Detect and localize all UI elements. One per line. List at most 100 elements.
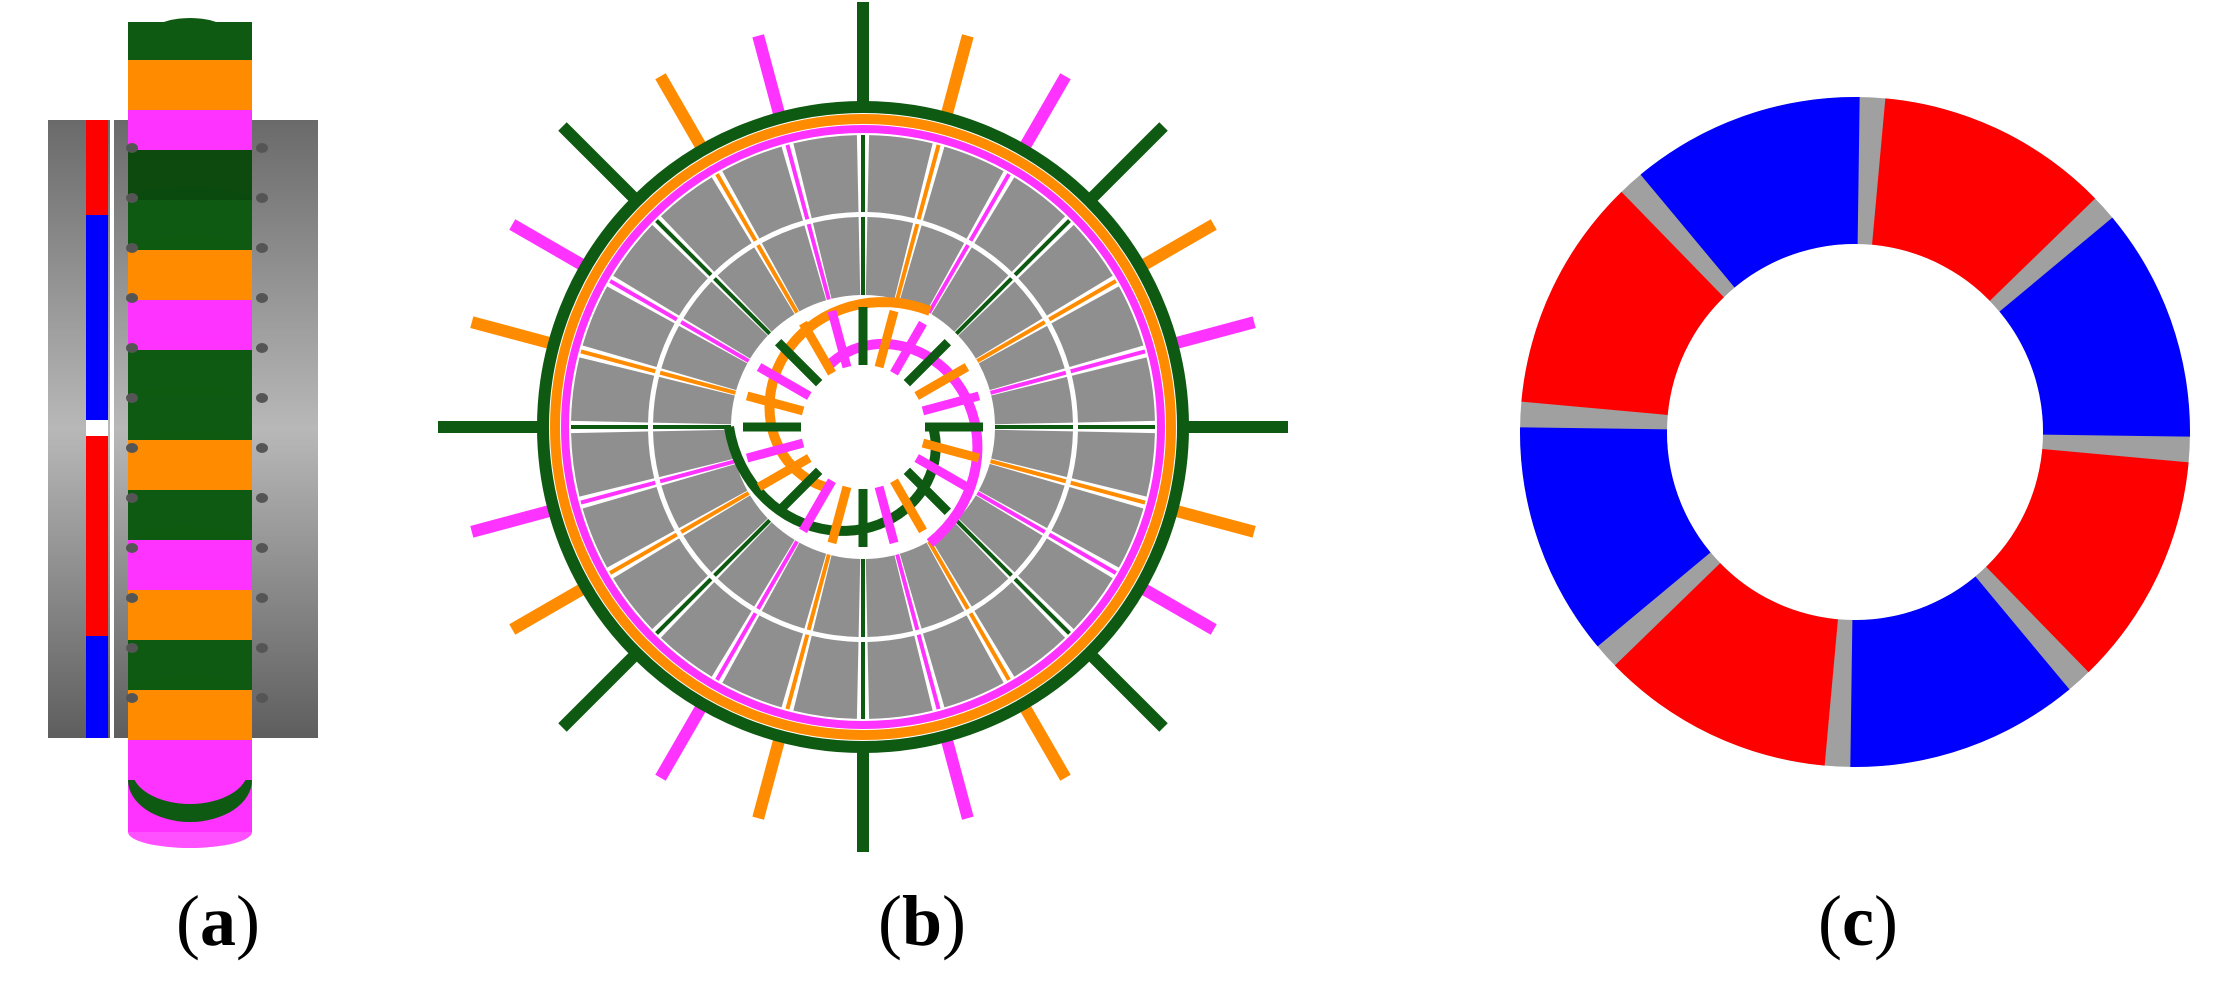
housing-bolt — [126, 543, 138, 553]
inner-tooth — [827, 485, 852, 545]
segment-divider — [968, 173, 1011, 242]
segment-divider — [713, 518, 772, 577]
magnet-strip-red — [86, 436, 108, 636]
inner-tooth — [874, 485, 899, 545]
outer-tooth — [655, 73, 706, 149]
stator-segment — [661, 463, 748, 529]
segment-divider — [1013, 219, 1071, 277]
segment-divider — [927, 244, 970, 314]
stator-segment — [613, 538, 708, 630]
housing-bolt — [126, 243, 138, 253]
outer-tooth — [752, 34, 785, 115]
segment-divider — [756, 540, 799, 610]
ring-center-hole — [1667, 244, 2043, 620]
stator-segment — [991, 429, 1073, 478]
stator-segment — [660, 582, 752, 677]
outer-tooth — [1020, 705, 1071, 781]
stator-segment — [653, 429, 735, 478]
magnet-segment — [1872, 98, 2096, 301]
segment-divider — [713, 277, 772, 336]
segment-divider — [609, 532, 678, 575]
segment-divider — [895, 553, 920, 631]
housing-bolt — [256, 693, 268, 703]
segment-divider — [609, 279, 678, 322]
stator-segment — [761, 225, 827, 312]
inner-tooth — [827, 309, 852, 369]
segment-divider — [916, 144, 941, 220]
housing-bolt — [256, 243, 268, 253]
segment-divider — [916, 634, 941, 710]
outer-tooth — [558, 652, 638, 732]
magnet-segment — [1986, 449, 2189, 673]
stator-segment — [661, 325, 748, 391]
segment-divider — [1013, 577, 1071, 635]
segment-divider — [806, 553, 831, 631]
inner-tooth — [903, 467, 952, 516]
outer-tooth — [509, 584, 585, 635]
outer-tooth — [558, 122, 638, 202]
magnet-strip-blue — [86, 636, 108, 738]
stator-segment — [1071, 431, 1155, 497]
segment-divider — [715, 612, 758, 681]
segment-divider — [659, 459, 737, 484]
housing-bolt — [126, 293, 138, 303]
center-hole — [803, 367, 923, 487]
inner-tooth — [874, 309, 899, 369]
housing-bolt — [256, 543, 268, 553]
housing-bolt — [256, 343, 268, 353]
stator-segment — [1018, 538, 1113, 630]
housing-bolt — [256, 443, 268, 453]
outer-tooth — [470, 505, 551, 538]
stator-segment — [1071, 357, 1155, 423]
outer-tooth — [1088, 122, 1168, 202]
housing-bolt — [126, 143, 138, 153]
housing-bolt — [126, 593, 138, 603]
stator-segment — [571, 357, 655, 423]
stator-segment — [931, 247, 1009, 332]
stator-segment — [793, 635, 859, 719]
inner-tooth — [903, 338, 952, 387]
outer-winding-orange — [550, 114, 1176, 740]
segment-divider — [968, 612, 1011, 681]
outer-tooth — [509, 219, 585, 270]
stator-segment — [899, 225, 965, 312]
segment-divider — [680, 491, 750, 534]
stator-segment — [922, 615, 1004, 708]
housing-bolt — [126, 643, 138, 653]
housing-bolt — [126, 193, 138, 203]
outer-tooth — [752, 739, 785, 820]
stator-segment — [717, 522, 795, 607]
inner-tooth — [890, 320, 927, 376]
caption-c: (c) — [1818, 881, 1898, 961]
housing-bolt — [256, 643, 268, 653]
outer-tooth — [1088, 652, 1168, 732]
stator-segment — [793, 135, 859, 219]
outer-tooth — [470, 316, 551, 349]
segment-divider — [1070, 480, 1146, 505]
stator-segment — [722, 615, 804, 708]
segment-divider — [785, 634, 810, 710]
housing-bolt — [126, 393, 138, 403]
inner-tooth — [914, 363, 970, 400]
inner-tooth — [799, 478, 836, 534]
segment-divider — [580, 480, 656, 505]
stator-segment — [1051, 486, 1144, 568]
inner-tooth — [745, 438, 805, 463]
segment-divider — [806, 223, 831, 301]
stator-segment — [899, 542, 965, 629]
segment-divider — [927, 540, 970, 610]
inner-tooth — [890, 478, 927, 534]
segment-divider — [895, 223, 920, 301]
stator-segment — [761, 542, 827, 629]
magnet-strip-blue — [86, 215, 108, 420]
magnet-segment — [1614, 563, 1838, 766]
segment-divider — [655, 219, 713, 277]
housing-bolt — [126, 343, 138, 353]
segment-divider — [954, 277, 1013, 336]
outer-tooth — [1175, 505, 1256, 538]
inner-tooth — [921, 438, 981, 463]
stator-segment — [974, 582, 1066, 677]
segment-divider — [785, 144, 810, 220]
outer-tooth — [1175, 316, 1256, 349]
